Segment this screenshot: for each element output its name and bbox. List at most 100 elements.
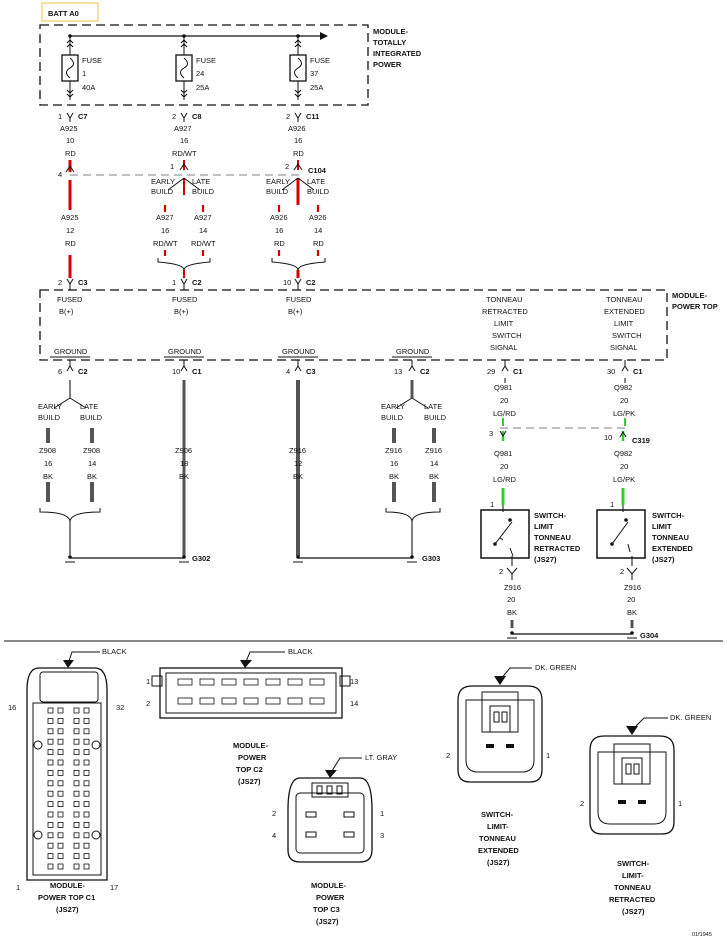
svg-text:GROUND: GROUND [282, 347, 316, 356]
svg-text:1: 1 [146, 677, 150, 686]
svg-text:Z916: Z916 [289, 446, 306, 455]
svg-text:(JS27): (JS27) [652, 555, 675, 564]
c3-labels: LT. GRAY 2 4 1 3 MODULE- POWER TOP C3 (J… [272, 753, 397, 926]
svg-text:1: 1 [380, 809, 384, 818]
switch-pin-labels: 1 1 2 2 [490, 500, 638, 580]
tipm-box [39, 24, 369, 106]
svg-text:16: 16 [180, 136, 188, 145]
svg-text:16: 16 [294, 136, 302, 145]
svg-text:(JS27): (JS27) [534, 555, 557, 564]
svg-text:POWER TOP C1: POWER TOP C1 [38, 893, 95, 902]
svg-text:TONNEAU: TONNEAU [534, 533, 571, 542]
svg-text:BLACK: BLACK [102, 647, 127, 656]
svg-text:B(+): B(+) [59, 307, 74, 316]
connector-c2-view [151, 651, 351, 719]
switch-labels: SWITCH- LIMIT TONNEAU RETRACTED (JS27) S… [534, 511, 693, 564]
svg-text:LATE: LATE [80, 402, 98, 411]
svg-text:SWITCH-: SWITCH- [481, 810, 514, 819]
svg-text:20: 20 [500, 462, 508, 471]
svg-text:EARLY: EARLY [151, 177, 175, 186]
mpt-box [39, 289, 668, 361]
svg-text:FUSED: FUSED [286, 295, 312, 304]
svg-text:B(+): B(+) [288, 307, 303, 316]
svg-text:RD: RD [274, 239, 285, 248]
svg-text:LIMIT-: LIMIT- [487, 822, 509, 831]
svg-text:DK. GREEN: DK. GREEN [670, 713, 711, 722]
svg-text:LG/RD: LG/RD [493, 475, 517, 484]
svg-text:Q982: Q982 [614, 449, 632, 458]
svg-text:RETRACTED: RETRACTED [534, 544, 581, 553]
svg-text:C11: C11 [306, 112, 319, 121]
svg-text:Q982: Q982 [614, 383, 632, 392]
signal-wires [499, 378, 627, 505]
switch-ground-wires: Z916 20 BK Z916 20 BK [504, 583, 641, 639]
svg-text:14: 14 [314, 226, 322, 235]
svg-text:C2: C2 [78, 367, 88, 376]
svg-text:BK: BK [507, 608, 517, 617]
svg-text:RETRACTED: RETRACTED [482, 307, 528, 316]
signal-labels: TONNEAU RETRACTED LIMIT SWITCH SIGNAL TO… [482, 295, 645, 352]
svg-text:TOP C2: TOP C2 [236, 765, 263, 774]
svg-text:16: 16 [8, 703, 16, 712]
svg-text:2: 2 [499, 567, 503, 576]
svg-text:2: 2 [272, 809, 276, 818]
svg-text:FUSED: FUSED [172, 295, 198, 304]
svg-text:RD: RD [65, 239, 76, 248]
svg-text:14: 14 [199, 226, 207, 235]
svg-text:(JS27): (JS27) [316, 917, 339, 926]
svg-text:RD: RD [293, 149, 304, 158]
svg-text:25A: 25A [196, 83, 209, 92]
svg-text:BUILD: BUILD [381, 413, 404, 422]
svg-text:LG/PK: LG/PK [613, 409, 635, 418]
svg-text:1: 1 [490, 500, 494, 509]
svg-text:BUILD: BUILD [38, 413, 61, 422]
svg-text:LT. GRAY: LT. GRAY [365, 753, 397, 762]
figure-id: 01f1945 [692, 932, 712, 938]
c104-markers [65, 163, 303, 173]
connector-ext-view [457, 667, 543, 783]
c104-pin-1: 1 [170, 162, 174, 171]
ext-labels: DK. GREEN 2 1 SWITCH- LIMIT- TONNEAU EXT… [446, 663, 576, 867]
svg-text:BUILD: BUILD [151, 187, 174, 196]
svg-text:C2: C2 [420, 367, 430, 376]
svg-text:MODULE-: MODULE- [50, 881, 85, 890]
svg-text:BUILD: BUILD [307, 187, 330, 196]
svg-text:LG/PK: LG/PK [613, 475, 635, 484]
svg-text:4: 4 [286, 367, 290, 376]
svg-text:LIMIT: LIMIT [494, 319, 514, 328]
svg-text:1: 1 [546, 751, 550, 760]
svg-text:Z916: Z916 [385, 446, 402, 455]
tipm-label: MODULE- TOTALLY INTEGRATED POWER [373, 27, 422, 69]
svg-text:C3: C3 [306, 367, 316, 376]
svg-text:A927: A927 [174, 124, 192, 133]
svg-text:17: 17 [110, 883, 118, 892]
svg-text:Z916: Z916 [624, 583, 641, 592]
svg-text:RETRACTED: RETRACTED [609, 895, 656, 904]
svg-text:C8: C8 [192, 112, 202, 121]
svg-text:POWER: POWER [238, 753, 267, 762]
svg-text:EARLY: EARLY [38, 402, 62, 411]
mpt-label: MODULE- POWER TOP [672, 291, 718, 311]
svg-text:LIMIT: LIMIT [614, 319, 634, 328]
svg-text:2: 2 [58, 278, 62, 287]
svg-text:BUILD: BUILD [424, 413, 447, 422]
svg-text:(JS27): (JS27) [622, 907, 645, 916]
svg-text:13: 13 [394, 367, 402, 376]
svg-text:25A: 25A [310, 83, 323, 92]
svg-text:EARLY: EARLY [381, 402, 405, 411]
svg-text:LG/RD: LG/RD [493, 409, 517, 418]
svg-text:SIGNAL: SIGNAL [490, 343, 518, 352]
svg-text:GROUND: GROUND [168, 347, 202, 356]
c319-pin-10: 10 [604, 433, 612, 442]
svg-text:1: 1 [82, 69, 86, 78]
svg-text:C1: C1 [192, 367, 202, 376]
svg-text:2: 2 [446, 751, 450, 760]
svg-text:2: 2 [620, 567, 624, 576]
ground-g302: G302 [192, 554, 210, 563]
